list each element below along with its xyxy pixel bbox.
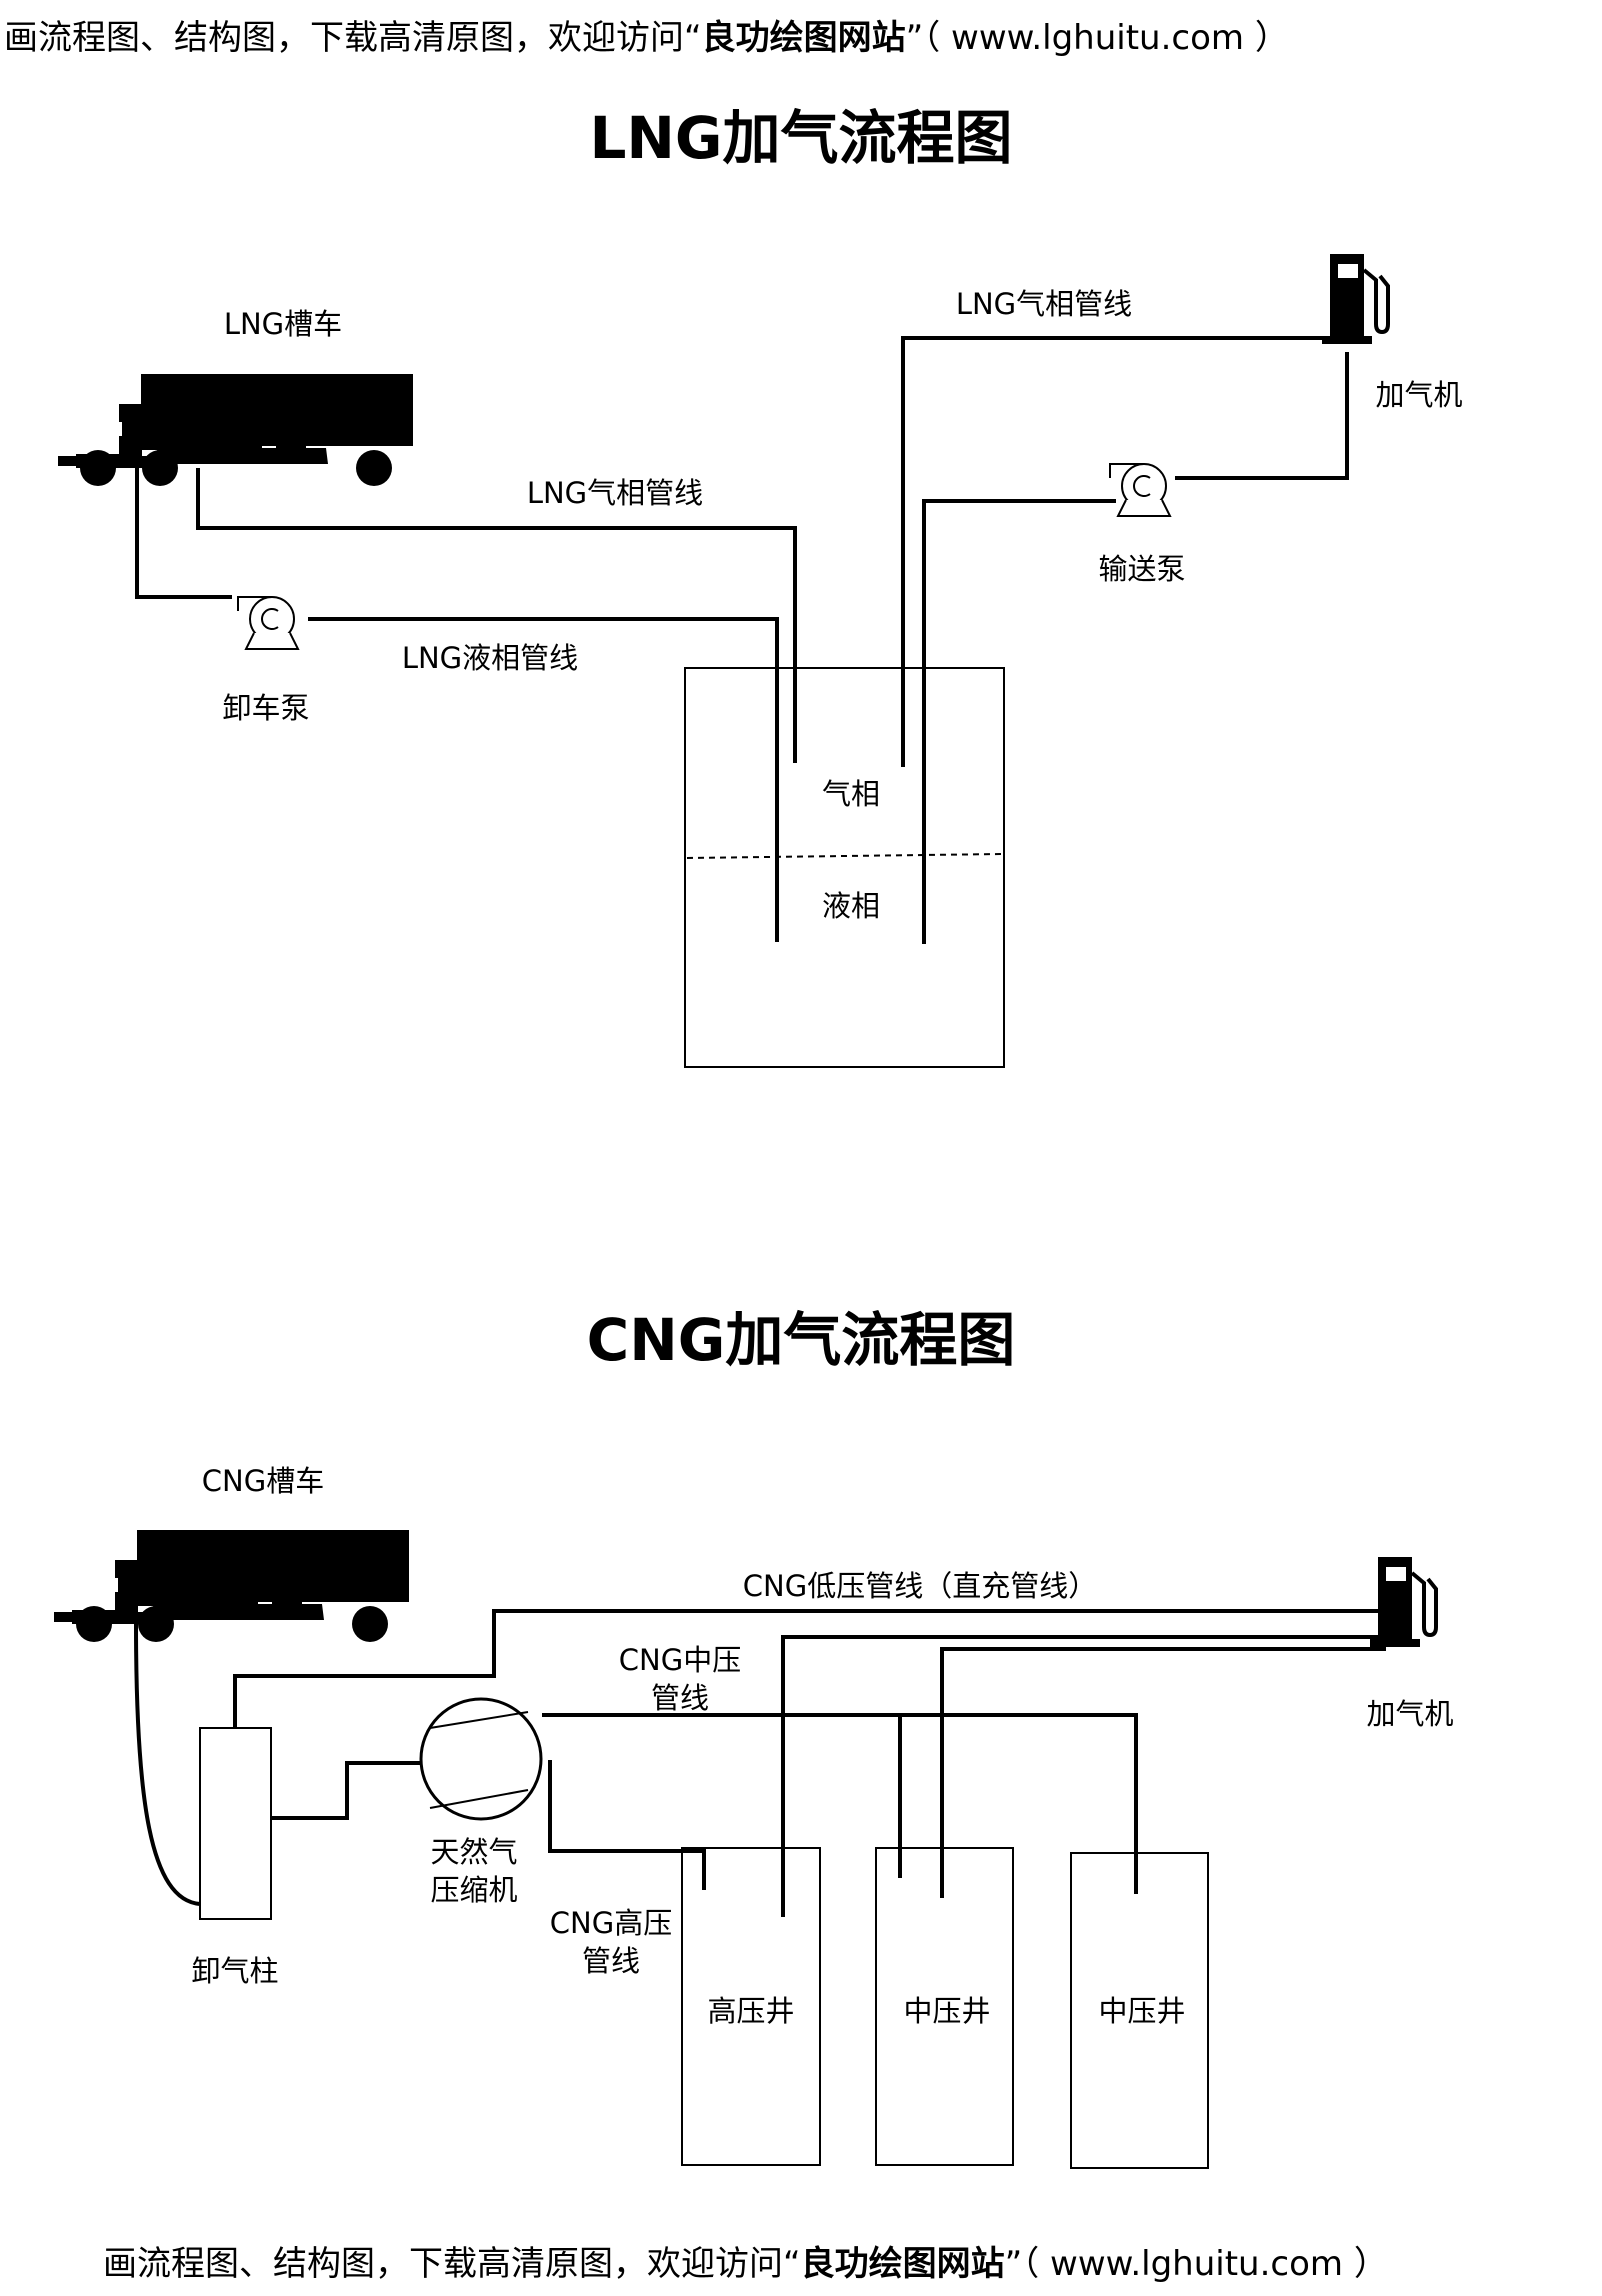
banner-prefix: 画流程图、结构图，下载高清原图，欢迎访问“ <box>103 2244 801 2284</box>
cng-unload-post-label: 卸气柱 <box>191 1954 278 1988</box>
cng-mid-pressure-line-label-1: CNG中压 <box>619 1643 741 1677</box>
cng-high-pressure-line <box>548 1760 706 1890</box>
cng-dispenser-label: 加气机 <box>1366 1697 1453 1731</box>
cng-tanker <box>54 1530 409 1642</box>
lng-liquid-line-label: LNG液相管线 <box>402 641 578 675</box>
truck-icon <box>58 374 413 486</box>
lng-pump-to-dispenser <box>1175 352 1349 480</box>
cng-mid-pressure-line <box>542 1713 1138 1894</box>
fuel-dispenser-icon <box>1320 252 1390 346</box>
pump-icon <box>1109 463 1171 517</box>
cng-tanker-label: CNG槽车 <box>202 1464 324 1498</box>
lng-liquid-outlet-line <box>922 499 1116 944</box>
lng-tanker <box>58 374 413 486</box>
lng-tank-phase-divider <box>686 853 1004 859</box>
cng-unload-post-body <box>199 1727 272 1920</box>
lng-gas-line-label-lower: LNG气相管线 <box>527 476 703 510</box>
banner-suffix: ”（ www.lghuitu.com ） <box>1004 2244 1388 2284</box>
lng-dispenser-label: 加气机 <box>1375 378 1462 412</box>
cng-high-well-to-dispenser <box>781 1635 1386 1917</box>
lng-gas-phase-label: 气相 <box>822 777 880 811</box>
cng-wells <box>681 1847 1209 2169</box>
lng-storage-tank <box>684 667 1005 1068</box>
lng-gas-line-to-tank <box>196 468 797 763</box>
bottom-banner: 画流程图、结构图，下载高清原图，欢迎访问“良功绘图网站”（ www.lghuit… <box>103 2244 1388 2284</box>
cng-compressor-label-1: 天然气 <box>430 1835 517 1869</box>
lng-transfer-pump-label: 输送泵 <box>1098 552 1185 586</box>
cng-unload-post <box>199 1727 272 1920</box>
cng-mid-well-to-dispenser <box>940 1647 1386 1898</box>
banner-site-name[interactable]: 良功绘图网站 <box>701 18 906 58</box>
banner-prefix: 画流程图、结构图，下载高清原图，欢迎访问“ <box>4 18 702 58</box>
lng-title: LNG加气流程图 <box>589 104 1012 172</box>
top-banner: 画流程图、结构图，下载高清原图，欢迎访问“良功绘图网站”（ www.lghuit… <box>4 18 1289 58</box>
banner-site-name[interactable]: 良功绘图网站 <box>800 2244 1005 2284</box>
lng-tanker-label: LNG槽车 <box>224 307 342 341</box>
cng-well-label-2: 中压井 <box>903 1994 990 2028</box>
lng-liquid-line-left <box>135 468 232 599</box>
lng-liquid-phase-label: 液相 <box>822 889 880 923</box>
lng-pipes <box>135 336 1349 944</box>
cng-title: CNG加气流程图 <box>587 1306 1016 1374</box>
lng-liquid-line-to-tank <box>308 617 779 942</box>
truck-icon <box>54 1530 409 1642</box>
cng-well-mid-1 <box>875 1847 1014 2166</box>
cng-mid-pressure-line-label-2: 管线 <box>651 1681 709 1715</box>
cng-well-label-3: 中压井 <box>1098 1994 1185 2028</box>
cng-compressor-label-2: 压缩机 <box>430 1873 517 1907</box>
cng-pipes <box>134 1609 1386 1917</box>
lng-gas-line-to-dispenser <box>901 336 1338 767</box>
cng-high-pressure-line-label-1: CNG高压 <box>550 1906 672 1940</box>
cng-post-to-compressor <box>272 1761 420 1820</box>
fuel-dispenser-icon <box>1368 1555 1438 1649</box>
cng-high-pressure-line-label-2: 管线 <box>582 1944 640 1978</box>
lng-gas-line-label-upper: LNG气相管线 <box>956 287 1132 321</box>
compressor-icon <box>419 1697 543 1821</box>
cng-well-label-1: 高压井 <box>707 1994 794 2028</box>
cng-low-pressure-line <box>233 1609 1386 1728</box>
cng-well-high <box>681 1847 821 2166</box>
pump-icon <box>237 596 299 650</box>
lng-tank-body <box>684 667 1005 1068</box>
banner-suffix: ”（ www.lghuitu.com ） <box>905 18 1289 58</box>
cng-low-pressure-line-label: CNG低压管线（直充管线） <box>743 1569 1097 1603</box>
lng-unload-pump-label: 卸车泵 <box>222 691 309 725</box>
cng-tanker-hose <box>134 1623 201 1906</box>
cng-well-mid-2 <box>1070 1852 1209 2169</box>
